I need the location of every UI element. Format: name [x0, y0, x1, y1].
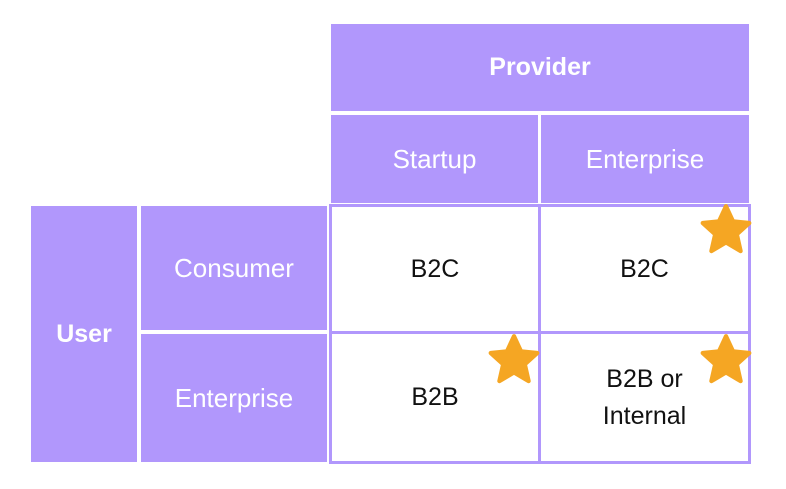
provider-col-label: Enterprise — [585, 143, 705, 174]
star-icon — [699, 333, 753, 387]
provider-title: Provider — [489, 53, 591, 81]
user-row-consumer: Consumer — [141, 206, 327, 330]
user-row-enterprise: Enterprise — [141, 334, 327, 462]
grid-cell-consumer-startup: B2C — [329, 204, 541, 334]
provider-col-label: Startup — [392, 143, 477, 174]
star-icon — [699, 203, 753, 257]
provider-col-enterprise: Enterprise — [541, 115, 749, 203]
user-header: User — [31, 206, 137, 462]
grid-cell-enterprise-startup: B2B — [329, 331, 541, 464]
user-title: User — [56, 319, 112, 348]
provider-header: Provider — [331, 24, 749, 111]
star-icon — [487, 333, 541, 387]
grid-cell-text: B2B or Internal — [602, 364, 687, 430]
grid-cell-text: B2C — [410, 254, 460, 283]
grid-cell-text: B2C — [620, 254, 669, 283]
user-row-label: Enterprise — [174, 382, 294, 413]
user-row-label: Consumer — [174, 252, 294, 283]
grid-cell-text: B2B — [411, 383, 459, 411]
provider-col-startup: Startup — [331, 115, 538, 203]
